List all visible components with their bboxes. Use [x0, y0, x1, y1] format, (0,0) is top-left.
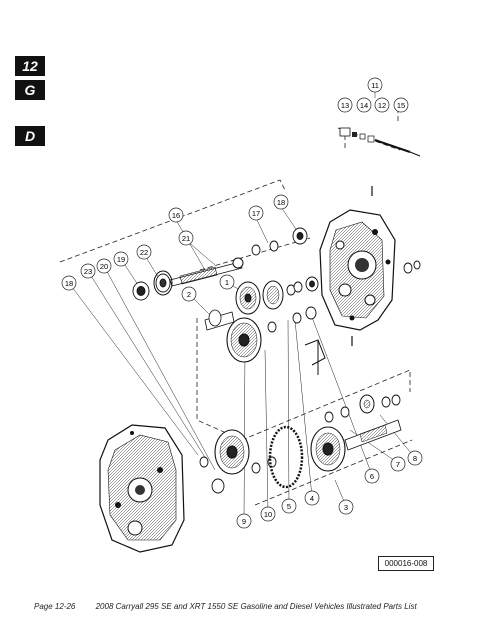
figure-reference-code: 000016-008	[378, 556, 434, 571]
callout-20[interactable]: 20	[96, 258, 112, 274]
callout-label: 6	[370, 472, 374, 481]
callout-21[interactable]: 21	[178, 230, 194, 246]
subsection-tab[interactable]: D	[15, 126, 45, 146]
callout-label: 2	[187, 290, 191, 299]
callout-label: 11	[371, 81, 379, 90]
document-title: 2008 Carryall 295 SE and XRT 1550 SE Gas…	[95, 602, 417, 611]
callout-3[interactable]: 3	[338, 499, 354, 515]
callout-label: 20	[100, 262, 108, 271]
callout-label: 7	[396, 460, 400, 469]
callout-label: 1	[225, 278, 229, 287]
callout-18-lower[interactable]: 18	[61, 275, 77, 291]
callout-22[interactable]: 22	[136, 244, 152, 260]
callout-23[interactable]: 23	[80, 263, 96, 279]
callout-label: 13	[341, 101, 349, 110]
callout-10[interactable]: 10	[260, 506, 276, 522]
output-shaft	[344, 394, 402, 451]
callout-4[interactable]: 4	[304, 490, 320, 506]
callout-19[interactable]: 19	[113, 251, 129, 267]
callout-9[interactable]: 9	[236, 513, 252, 529]
callout-17[interactable]: 17	[248, 205, 264, 221]
chapter-tab[interactable]: 12	[15, 56, 45, 76]
gears	[153, 270, 346, 489]
callout-label: 9	[242, 517, 246, 526]
section-tab[interactable]: G	[15, 80, 45, 100]
page-footer: Page 12-26 2008 Carryall 295 SE and XRT …	[34, 602, 417, 611]
callout-label: 12	[378, 101, 386, 110]
input-shaft	[169, 257, 244, 287]
callout-7[interactable]: 7	[390, 456, 406, 472]
callout-label: 22	[140, 248, 148, 257]
callout-bubbles: 1 2 3 4 5 6 7 8 9 10 11 12 13 14 15 16 1…	[61, 77, 423, 529]
callout-6[interactable]: 6	[364, 468, 380, 484]
callout-label: 4	[310, 494, 314, 503]
callout-label: 14	[360, 101, 368, 110]
callout-label: 16	[172, 211, 180, 220]
transaxle-housing-right	[319, 209, 396, 331]
callout-label: 10	[264, 510, 272, 519]
cable-assembly	[339, 127, 421, 346]
bearings-and-washers	[132, 227, 421, 494]
callout-label: 17	[252, 209, 260, 218]
callout-label: 19	[117, 255, 125, 264]
callout-2[interactable]: 2	[181, 286, 197, 302]
leader-lines	[68, 92, 416, 521]
callout-13[interactable]: 13	[337, 97, 353, 113]
callout-16[interactable]: 16	[168, 207, 184, 223]
callout-14[interactable]: 14	[356, 97, 372, 113]
transaxle-housing-left	[99, 424, 185, 553]
callout-1[interactable]: 1	[219, 274, 235, 290]
shift-fork	[304, 339, 326, 375]
callout-18-upper[interactable]: 18	[273, 194, 289, 210]
callout-label: 8	[413, 454, 417, 463]
page-number: Page 12-26	[34, 602, 76, 611]
callout-label: 23	[84, 267, 92, 276]
callout-11[interactable]: 11	[367, 77, 383, 93]
callout-label: 18	[277, 198, 285, 207]
callout-15[interactable]: 15	[393, 97, 409, 113]
callout-label: 3	[344, 503, 348, 512]
callout-label: 15	[397, 101, 405, 110]
callout-8[interactable]: 8	[407, 450, 423, 466]
callout-label: 18	[65, 279, 73, 288]
callout-label: 5	[287, 502, 291, 511]
callout-5[interactable]: 5	[281, 498, 297, 514]
callout-12[interactable]: 12	[374, 97, 390, 113]
callout-label: 21	[182, 234, 190, 243]
